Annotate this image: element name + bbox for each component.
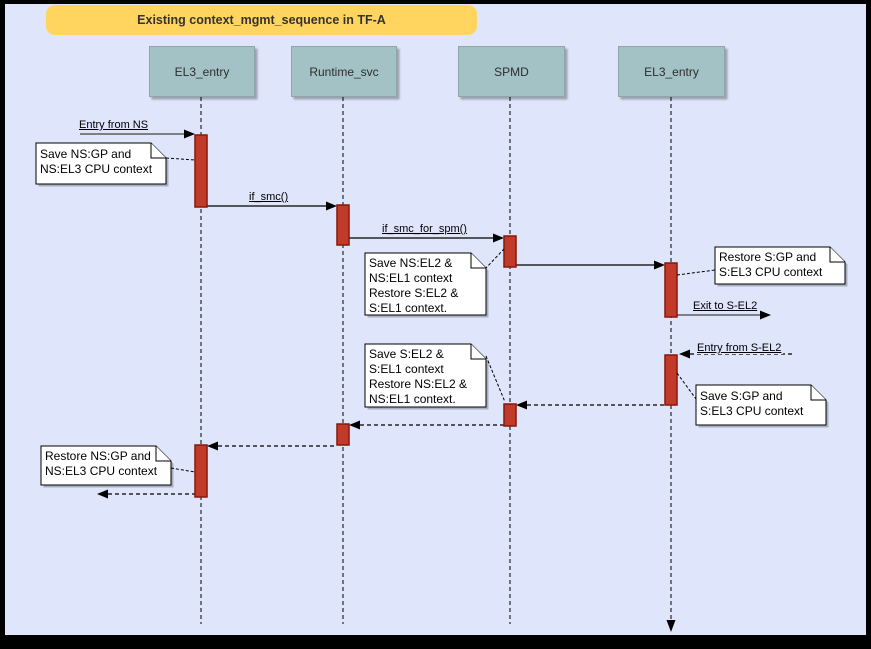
note-connector-3 [676, 269, 716, 276]
note-shape-restore-s-gp [714, 246, 848, 287]
activation-bar-runtime-1 [336, 204, 350, 246]
note-text-save-ns-gp: Save NS:GP and NS:EL3 CPU context [40, 147, 153, 176]
note-text-restore-s-gp: Restore S:GP and S:EL3 CPU context [719, 250, 823, 279]
return-arrow-exit-ns [97, 489, 195, 499]
note-text-save-s-el2: Save S:EL2 & S:EL1 context Restore NS:EL… [369, 347, 468, 406]
participant-box-spmd: SPMD [458, 46, 565, 97]
diagram-title: Existing context_mgmt_sequence in TF-A [46, 5, 477, 35]
note-connector-5 [485, 355, 506, 403]
message-label-entry-from-s-el2: Entry from S-EL2 [695, 342, 784, 354]
note-shape-save-s-el2 [364, 343, 489, 410]
message-arrow-if-smc-for-spm [349, 233, 504, 243]
return-arrow-runtime-to-el3 [207, 441, 337, 451]
note-shape-restore-ns-gp [40, 445, 174, 488]
message-arrow-entry-from-s-el2 [679, 349, 795, 359]
note-text-restore-ns-gp: Restore NS:GP and NS:EL3 CPU context [45, 449, 158, 478]
note-connector-6 [170, 467, 196, 473]
diagram-graphics [35, 97, 848, 632]
activation-bar-spmd-1 [503, 235, 517, 268]
return-arrow-spmd-to-runtime [349, 420, 504, 430]
participant-box-el3-entry-1: EL3_entry [149, 46, 255, 97]
return-arrow-el3-to-spmd [516, 400, 665, 410]
message-label-exit-to-s-el2: Exit to S-EL2 [693, 300, 758, 312]
message-arrow-entry-from-ns [80, 129, 195, 139]
note-connector-2 [484, 248, 505, 270]
activation-bar-el3-1b [194, 444, 208, 498]
participant-box-runtime-svc: Runtime_svc [291, 46, 397, 97]
lifeline-end-arrow-icon [666, 620, 676, 632]
message-label-if-smc-for-spm: if_smc_for_spm() [382, 223, 467, 235]
note-text-save-s-gp: Save S:GP and S:EL3 CPU context [700, 389, 804, 418]
note-shape-save-ns-gp [35, 142, 169, 187]
message-label-entry-from-ns: Entry from NS [79, 119, 149, 131]
note-shape-save-s-gp [695, 384, 829, 428]
message-arrow-spmd-to-el3 [516, 260, 665, 270]
note-connector-1 [165, 157, 196, 161]
activation-bar-el3-2a [664, 262, 678, 318]
activation-bar-spmd-2 [503, 403, 517, 427]
activation-bar-el3-2b [664, 354, 678, 406]
diagram-canvas: Existing context_mgmt_sequence in TF-A E… [5, 4, 866, 635]
message-arrow-if-smc [207, 201, 337, 211]
note-connector-4 [676, 372, 697, 400]
activation-bar-el3-1a [194, 134, 208, 208]
message-arrow-exit-to-s-el2 [677, 310, 771, 320]
note-text-save-ns-el2: Save NS:EL2 & NS:EL1 context Restore S:E… [369, 256, 459, 315]
participant-box-el3-entry-2: EL3_entry [618, 46, 725, 97]
activation-bar-runtime-2 [336, 423, 350, 446]
note-shape-save-ns-el2 [364, 252, 489, 318]
message-label-if-smc: if_smc() [249, 191, 289, 203]
